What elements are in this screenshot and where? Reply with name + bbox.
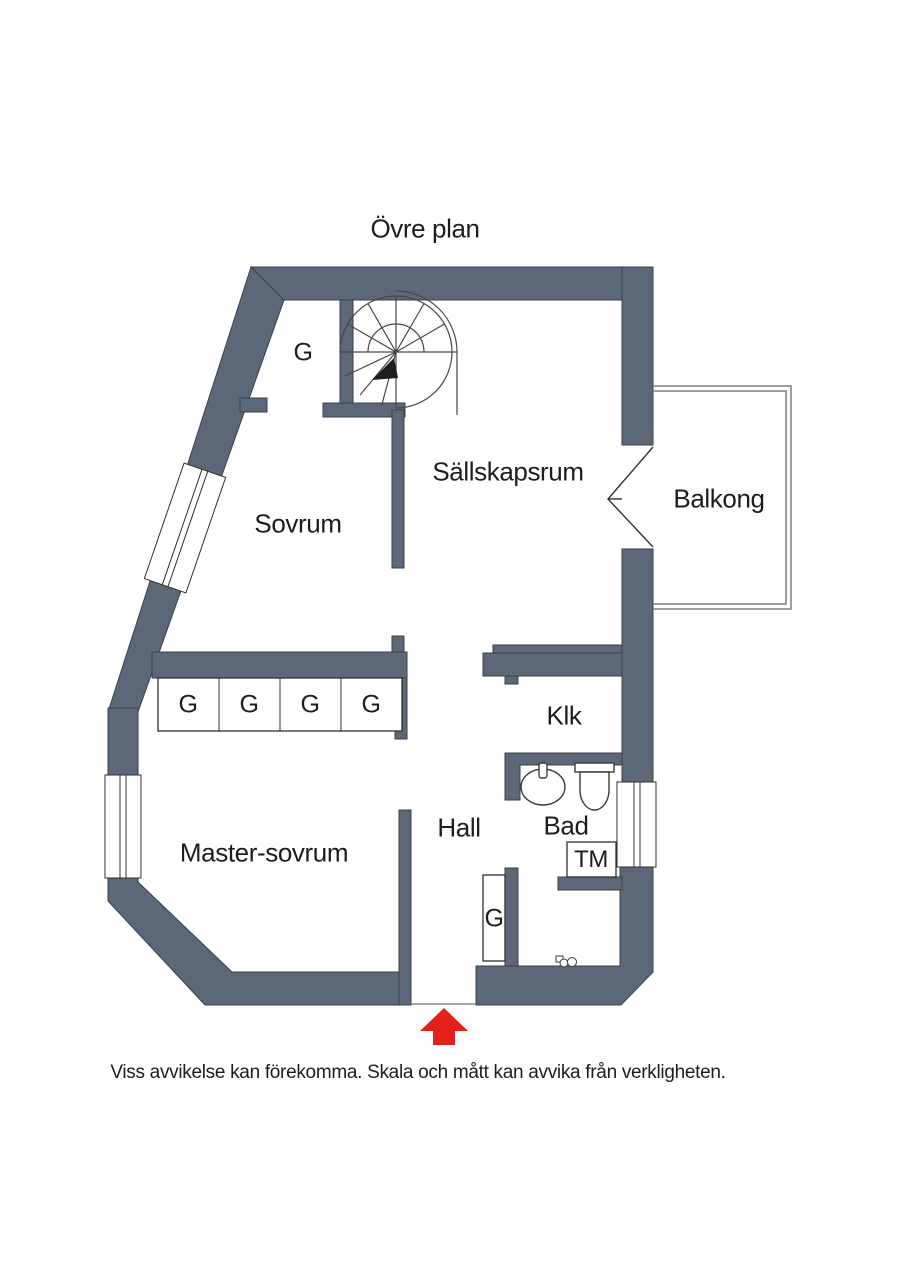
windows: [104, 462, 657, 879]
room-label-bad: Bad: [543, 810, 589, 841]
window-right: [616, 781, 657, 868]
closet-label: G: [361, 690, 381, 719]
entrance-arrow-icon: [420, 1008, 468, 1045]
balcony-outline: [653, 385, 792, 610]
closet-row-boxes: [157, 677, 403, 732]
wall-klk-bump: [504, 675, 519, 685]
room-label-klk: Klk: [546, 700, 582, 731]
closet-label-hall: G: [484, 904, 504, 933]
washing-machine-box: [566, 841, 617, 878]
closet-label: G: [239, 690, 259, 719]
wall-sovrum-stub: [391, 635, 405, 653]
closet-label: G: [178, 690, 198, 719]
wall-closet-jamb: [239, 397, 268, 413]
wall-right-mid: [621, 548, 654, 783]
disclaimer-text: Viss avvikelse kan förekomma. Skala och …: [110, 1062, 726, 1083]
wall-stair-stub: [322, 402, 406, 418]
page-title: Övre plan: [370, 213, 480, 244]
wall-left-upper: [107, 707, 139, 778]
room-label-sallskapsrum: Sällskapsrum: [432, 456, 584, 487]
walls: [107, 266, 654, 1006]
floor-fixture-icon: [555, 955, 577, 968]
stair-direction-arrow: [372, 358, 398, 380]
window-diagonal: [143, 462, 227, 594]
sink-icon: [520, 762, 566, 806]
wall-bottom-right: [475, 864, 654, 1006]
wall-right-upper: [621, 266, 654, 446]
toilet-icon: [574, 762, 615, 811]
wall-central-upper: [391, 409, 405, 569]
wall-master-bottom: [107, 872, 412, 1006]
window-left: [104, 774, 142, 879]
wall-klk-top-step: [492, 644, 623, 654]
room-label-hall: Hall: [437, 812, 481, 843]
room-label-tm: TM: [574, 846, 608, 873]
balcony-door-swing-icon: [607, 446, 654, 548]
closet-label: G: [300, 690, 320, 719]
room-label-sovrum: Sovrum: [254, 508, 342, 539]
closet-label-top: G: [293, 338, 313, 367]
wall-top: [249, 266, 654, 301]
wall-sovrum-bottom: [151, 651, 408, 679]
wall-hall-master: [398, 809, 412, 1006]
wall-klk-top: [482, 652, 623, 677]
wall-hall-closet: [504, 867, 519, 967]
wall-below-tm: [557, 876, 623, 891]
room-label-balkong: Balkong: [673, 483, 765, 514]
spiral-staircase-icon: [339, 290, 458, 415]
hall-closet-box: [482, 874, 506, 962]
room-label-master-sovrum: Master-sovrum: [179, 837, 349, 868]
